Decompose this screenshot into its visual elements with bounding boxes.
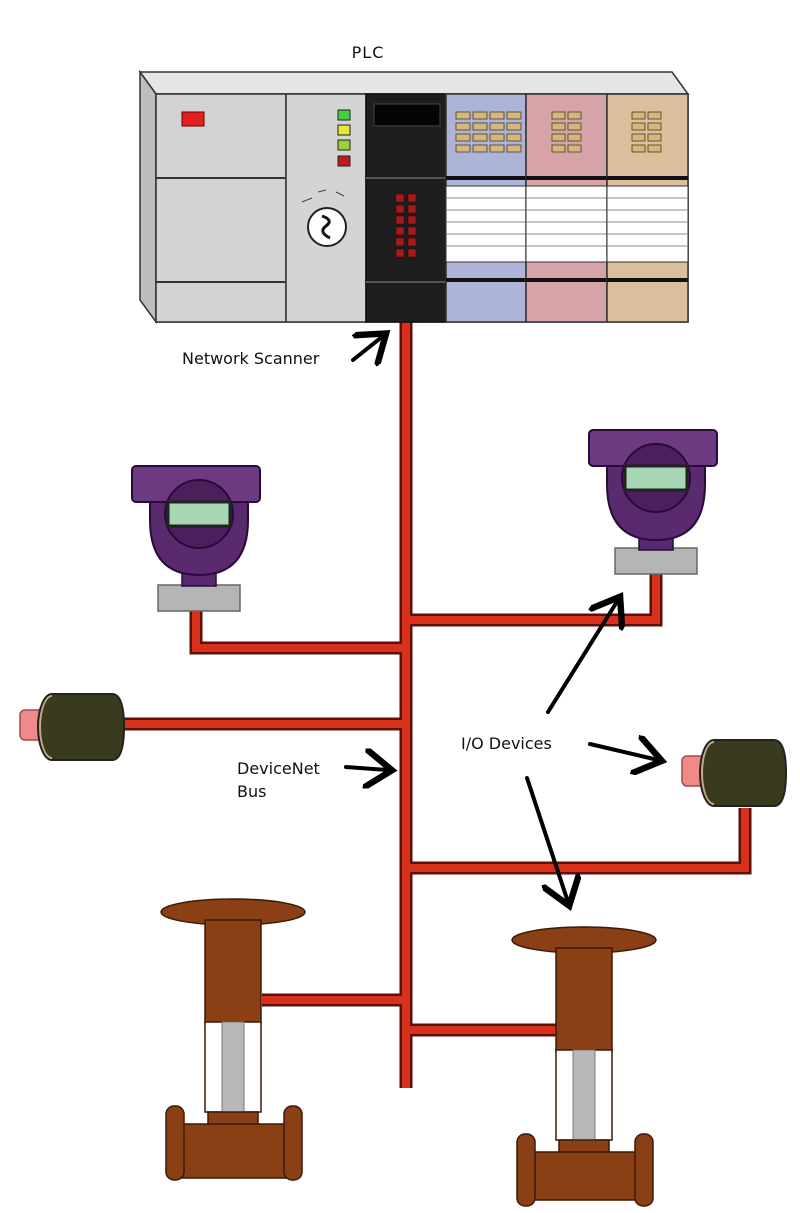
arrow-network-scanner (351, 336, 383, 360)
io-devices-label: I/O Devices (461, 734, 552, 753)
plc-label: PLC (352, 43, 385, 62)
pressure-transmitter-icon (588, 429, 718, 575)
arrow-io-sensor (588, 744, 658, 760)
led-lime-icon (337, 139, 351, 151)
plc-cpu-module (285, 93, 367, 323)
devicenet-label-line2: Bus (237, 782, 266, 801)
network-scanner-label: Network Scanner (182, 349, 320, 368)
devicenet-label-line1: DeviceNet (237, 759, 320, 778)
led-yellow-icon (337, 124, 351, 136)
proximity-sensor-icon (681, 739, 788, 807)
led-green-icon (337, 109, 351, 121)
plc-io-module-blue (445, 93, 527, 323)
plc-power-supply (155, 93, 287, 323)
valve-icon (160, 898, 306, 1181)
arrow-io-transmitter (546, 600, 618, 714)
led-red-icon (337, 155, 351, 167)
arrow-io-valve (525, 776, 568, 902)
devicenet-bus-wiring (120, 318, 752, 1088)
arrow-devicenet-bus (344, 767, 388, 770)
annotation-arrows (344, 336, 658, 902)
valve-icon (511, 926, 657, 1207)
plc-io-module-tan (606, 93, 689, 323)
proximity-sensor-icon (19, 693, 126, 761)
plc-io-module-pink (525, 93, 608, 323)
network-scanner-module-icon (365, 93, 447, 323)
plc-rack-icon (138, 69, 690, 325)
pressure-transmitter-icon (131, 465, 261, 612)
